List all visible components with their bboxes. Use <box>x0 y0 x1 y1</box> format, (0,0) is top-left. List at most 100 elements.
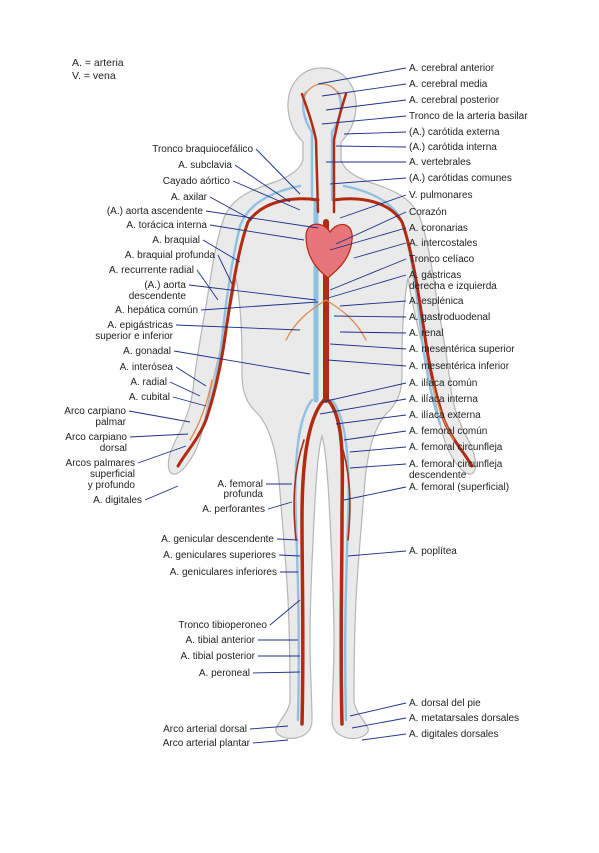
label-left-27: profunda <box>224 489 264 500</box>
label-left-12: A. epigástricas <box>107 320 173 331</box>
label-right-12: Tronco celíaco <box>409 254 475 265</box>
leader-left-8 <box>196 269 219 301</box>
leader-left-20 <box>129 433 189 438</box>
legend-vein: V. = vena <box>72 70 116 82</box>
label-right-9: Corazón <box>409 207 447 218</box>
leader-left-37 <box>252 739 289 744</box>
branch-forearm-right <box>431 379 455 441</box>
label-right-29: A. dorsal del pie <box>409 698 481 709</box>
label-left-0: Tronco braquiocefálico <box>152 144 253 155</box>
leader-right-8 <box>339 194 407 219</box>
leader-left-16 <box>169 381 201 397</box>
label-right-10: A. coronarias <box>409 223 468 234</box>
leader-right-0 <box>317 67 407 85</box>
leader-right-12 <box>329 258 407 291</box>
leader-left-28 <box>267 501 293 510</box>
leader-right-5 <box>335 145 407 148</box>
label-right-1: A. cerebral media <box>409 79 488 90</box>
label-right-4: (A.) carótida externa <box>409 127 500 138</box>
label-left-30: A. geniculares superiores <box>163 550 276 561</box>
vein-leg-right <box>330 398 350 722</box>
label-right-18: A. mesentérica superior <box>409 344 515 355</box>
leader-left-18 <box>128 410 191 423</box>
leader-right-27 <box>343 486 407 501</box>
leader-right-28 <box>347 550 407 557</box>
label-right-6: A. vertebrales <box>409 157 471 168</box>
label-right-2: A. cerebral posterior <box>409 95 500 106</box>
artery-leg-right <box>326 398 345 726</box>
label-left-24: y profundo <box>88 480 136 491</box>
heart <box>305 223 353 279</box>
leader-left-15 <box>175 366 207 387</box>
leader-right-31 <box>361 733 407 741</box>
label-left-9: (A.) aorta <box>144 280 186 291</box>
branch-head <box>303 83 341 97</box>
leader-right-20 <box>321 382 407 403</box>
leader-right-13 <box>327 274 407 299</box>
label-left-21: dorsal <box>100 443 127 454</box>
label-left-5: A. torácica interna <box>126 220 207 231</box>
label-right-30: A. metatarsales dorsales <box>409 713 519 724</box>
leader-right-30 <box>351 717 407 729</box>
label-left-31: A. geniculares inferiores <box>170 567 277 578</box>
artery-leg-left <box>300 398 326 726</box>
leader-left-32 <box>269 599 301 626</box>
label-left-37: Arco arterial plantar <box>163 738 251 749</box>
label-left-10: descendente <box>129 291 187 302</box>
label-left-32: Tronco tibioperoneo <box>178 620 267 631</box>
leader-left-30 <box>278 554 301 557</box>
label-right-19: A. mesentérica inferior <box>409 361 510 372</box>
label-right-15: A. esplénica <box>409 296 464 307</box>
leader-right-18 <box>329 343 407 350</box>
label-right-27: A. femoral (superficial) <box>409 482 509 493</box>
artery-profunda-right <box>339 439 351 541</box>
leader-left-17 <box>172 396 207 407</box>
label-left-15: A. interósea <box>120 362 174 373</box>
leader-right-23 <box>343 430 407 441</box>
label-right-31: A. digitales dorsales <box>409 729 499 740</box>
leader-left-6 <box>202 239 241 263</box>
label-right-22: A. ilíaca externa <box>409 410 481 421</box>
leader-left-3 <box>209 196 253 221</box>
label-right-23: A. femoral común <box>409 426 487 437</box>
vein-leg-left <box>294 398 314 722</box>
leader-right-4 <box>343 131 407 135</box>
label-left-22: Arcos palmares <box>66 458 135 469</box>
label-left-11: A. hepática común <box>115 305 198 316</box>
leader-left-25 <box>144 485 179 501</box>
label-right-21: A. ilíaca interna <box>409 394 478 405</box>
label-right-17: A. renal <box>409 328 443 339</box>
leader-right-29 <box>349 702 407 717</box>
vein-arm-left <box>202 184 302 426</box>
leader-left-4 <box>205 210 319 229</box>
leader-right-1 <box>321 83 407 97</box>
leader-left-14 <box>173 350 311 375</box>
leader-left-2 <box>232 180 301 211</box>
label-left-16: A. radial <box>130 377 167 388</box>
label-right-24: A. femoral circunfleja <box>409 442 503 453</box>
label-left-1: A. subclavia <box>178 160 232 171</box>
label-right-11: A. intercostales <box>409 238 477 249</box>
label-right-8: V. pulmonares <box>409 190 473 201</box>
artery-carotid-left <box>300 92 320 214</box>
label-right-3: Tronco de la arteria basilar <box>409 111 528 122</box>
leader-right-22 <box>335 414 407 425</box>
leader-left-1 <box>234 164 291 203</box>
artery-arm-left <box>176 197 320 468</box>
leader-right-19 <box>327 359 407 367</box>
label-left-6: A. braquial <box>152 235 200 246</box>
leader-right-2 <box>325 99 407 111</box>
label-right-5: (A.) carótida interna <box>409 142 497 153</box>
leader-right-17 <box>339 331 407 334</box>
label-left-3: A. axilar <box>171 192 208 203</box>
artery-profunda-left <box>293 439 305 541</box>
label-left-29: A. genicular descendente <box>161 534 274 545</box>
legend-artery: A. = arteria <box>72 57 124 69</box>
label-right-26: descendente <box>409 470 467 481</box>
label-left-17: A. cubital <box>129 392 170 403</box>
label-right-25: A. femoral circunfleja <box>409 459 503 470</box>
label-left-4: (A.) aorta ascendente <box>107 206 204 217</box>
